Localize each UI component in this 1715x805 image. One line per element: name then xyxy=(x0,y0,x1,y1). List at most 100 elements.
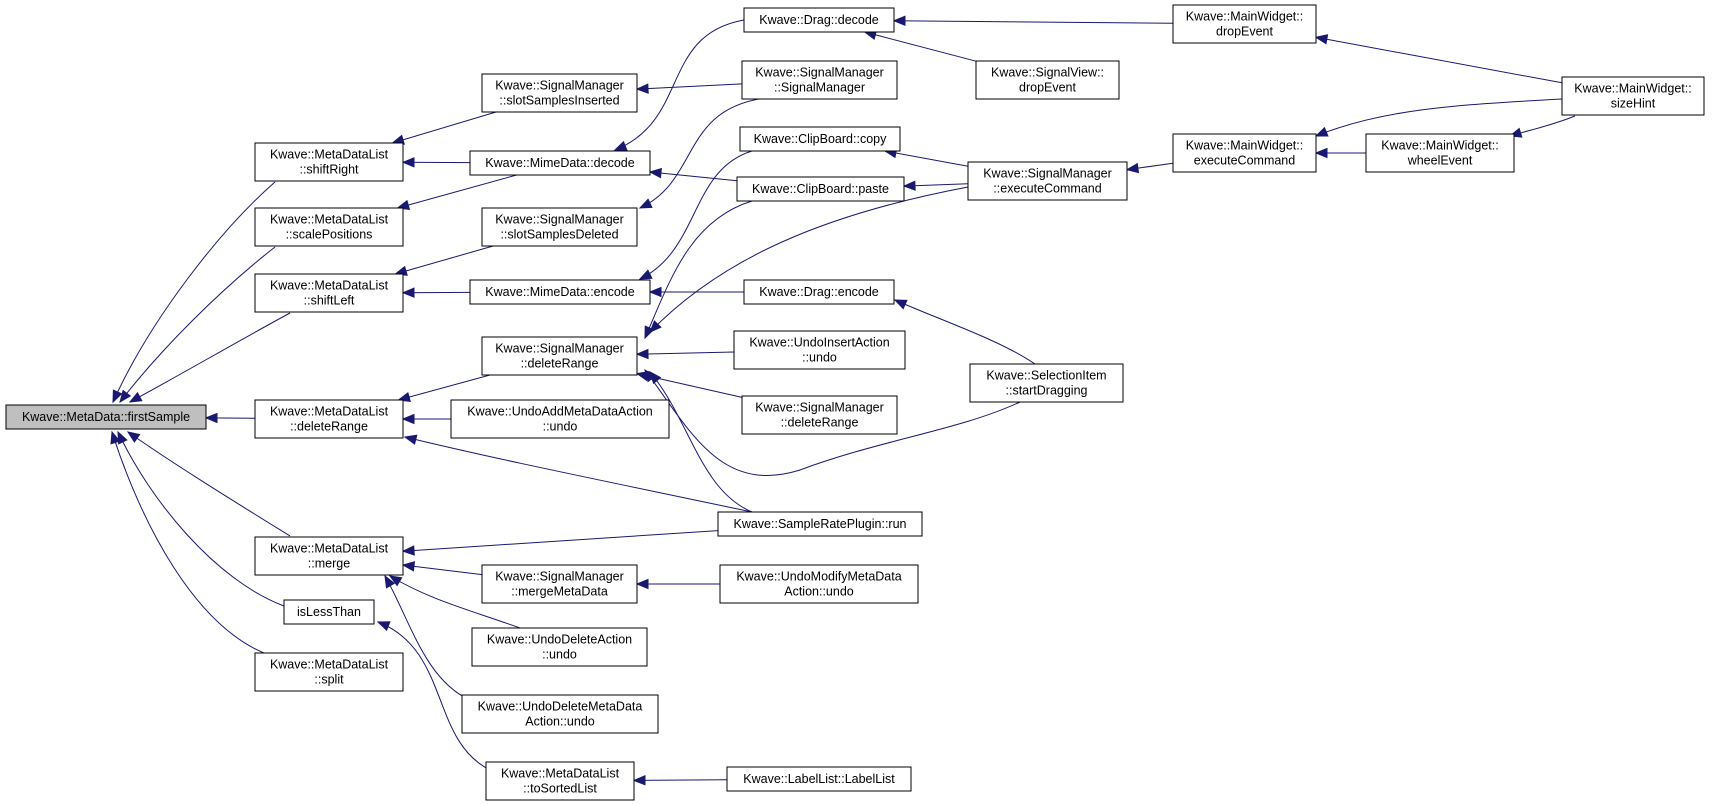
node-mdl-split[interactable]: Kwave::MetaDataList::split xyxy=(254,652,404,692)
node-label: Kwave::UndoInsertAction xyxy=(749,336,889,350)
node-box xyxy=(1172,133,1317,173)
node-mdl-shiftLeft[interactable]: Kwave::MetaDataList::shiftLeft xyxy=(254,273,404,313)
node-sm-deleteRange[interactable]: Kwave::SignalManager::deleteRange xyxy=(481,336,638,376)
arrowhead xyxy=(401,545,415,556)
node-drag-decode[interactable]: Kwave::Drag::decode xyxy=(743,7,895,33)
edge-sm-slotSamplesDeleted-to-mdl-shiftLeft xyxy=(394,245,494,276)
node-label: Kwave::MetaData::firstSample xyxy=(22,410,190,424)
node-label: ::split xyxy=(314,673,344,687)
node-box xyxy=(254,207,404,247)
node-label: Kwave::MimeData::decode xyxy=(485,156,634,170)
node-clip-paste[interactable]: Kwave::ClipBoard::paste xyxy=(736,176,905,202)
node-box xyxy=(975,60,1120,100)
node-sv-dropEvent[interactable]: Kwave::SignalView::dropEvent xyxy=(975,60,1120,100)
node-label: wheelEvent xyxy=(1407,154,1473,168)
edge-sm-deleteRange-to-mdl-deleteRange xyxy=(397,374,491,402)
edge-mime-decode-to-mdl-shiftRight xyxy=(401,157,471,168)
node-label: ::slotSamplesInserted xyxy=(499,94,619,108)
node-label: Kwave::MainWidget:: xyxy=(1186,139,1303,153)
node-mdl-shiftRight[interactable]: Kwave::MetaDataList::shiftRight xyxy=(254,142,404,182)
node-sm-slotSamplesInserted[interactable]: Kwave::SignalManager::slotSamplesInserte… xyxy=(481,73,638,113)
node-mdl-toSortedList[interactable]: Kwave::MetaDataList::toSortedList xyxy=(485,761,635,801)
node-box xyxy=(726,766,912,792)
node-label: ::undo xyxy=(543,420,578,434)
edge-mw-sizeHint-to-mw-executeCommand xyxy=(1314,98,1563,137)
node-box xyxy=(254,142,404,182)
edge-drag-decode-to-mime-decode xyxy=(613,19,745,151)
node-mdl-scalePositions[interactable]: Kwave::MetaDataList::scalePositions xyxy=(254,207,404,247)
arrowhead xyxy=(384,574,396,589)
node-sel-startDragging[interactable]: Kwave::SelectionItem::startDragging xyxy=(969,363,1124,403)
node-label: Kwave::Drag::encode xyxy=(759,285,879,299)
node-mdl-merge[interactable]: Kwave::MetaDataList::merge xyxy=(254,536,404,576)
node-srp-run[interactable]: Kwave::SampleRatePlugin::run xyxy=(717,511,923,537)
edge-sv-dropEvent-to-drag-decode xyxy=(863,29,977,62)
node-label: ::startDragging xyxy=(1006,384,1088,398)
node-isLessThan[interactable]: isLessThan xyxy=(283,599,375,625)
node-label: ::deleteRange xyxy=(781,416,859,430)
node-label: ::undo xyxy=(802,351,837,365)
node-label: Kwave::LabelList::LabelList xyxy=(743,772,895,786)
node-label: ::shiftRight xyxy=(299,163,359,177)
node-undoAddMeta-undo[interactable]: Kwave::UndoAddMetaDataAction::undo xyxy=(450,399,670,439)
arrowhead xyxy=(648,286,662,298)
edge-mw-wheelEvent-to-mw-executeCommand xyxy=(1314,147,1366,159)
node-clip-copy[interactable]: Kwave::ClipBoard::copy xyxy=(739,126,901,152)
node-label: sizeHint xyxy=(1611,97,1656,111)
node-mdl-deleteRange[interactable]: Kwave::MetaDataList::deleteRange xyxy=(254,399,404,439)
node-box xyxy=(450,399,670,439)
node-mw-sizeHint[interactable]: Kwave::MainWidget::sizeHint xyxy=(1561,76,1705,116)
node-box xyxy=(254,273,404,313)
node-mw-wheelEvent[interactable]: Kwave::MainWidget::wheelEvent xyxy=(1365,133,1515,173)
node-box xyxy=(254,399,404,439)
node-label: Kwave::SignalManager xyxy=(495,570,624,584)
arrowhead xyxy=(376,621,391,632)
edge-mime-decode-to-mdl-scalePositions xyxy=(396,174,517,210)
node-sm-slotSamplesDeleted[interactable]: Kwave::SignalManager::slotSamplesDeleted xyxy=(481,207,638,247)
arrowhead xyxy=(635,578,649,590)
arrowhead xyxy=(112,389,123,404)
node-undoInsert-undo[interactable]: Kwave::UndoInsertAction::undo xyxy=(733,330,906,370)
node-mw-dropEvent[interactable]: Kwave::MainWidget::dropEvent xyxy=(1172,4,1317,44)
edge-isLessThan-to-firstSample xyxy=(117,430,285,607)
node-box xyxy=(1172,4,1317,44)
arrowhead xyxy=(648,167,662,179)
edge-mdl-shiftLeft-to-firstSample xyxy=(128,312,291,403)
arrowhead xyxy=(1314,147,1328,159)
node-label: Kwave::MainWidget:: xyxy=(1574,82,1691,96)
node-sm-SignalManager[interactable]: Kwave::SignalManager::SignalManager xyxy=(741,60,898,100)
node-box xyxy=(969,363,1124,403)
edge-sm-SignalManager-to-sm-slotSamplesDeleted xyxy=(638,97,766,209)
node-box xyxy=(481,564,638,604)
node-undoDelete-undo[interactable]: Kwave::UndoDeleteAction::undo xyxy=(471,627,648,667)
node-sm-executeCommand[interactable]: Kwave::SignalManager::executeCommand xyxy=(967,161,1128,201)
node-labelList[interactable]: Kwave::LabelList::LabelList xyxy=(726,766,912,792)
edge-undoModifyMeta-undo-to-sm-mergeMetaData xyxy=(635,578,720,590)
arrowhead xyxy=(403,434,418,445)
edge-clip-copy-to-mime-encode xyxy=(638,150,753,280)
node-box xyxy=(967,161,1128,201)
node-label: Kwave::MetaDataList xyxy=(270,658,389,672)
arrowhead xyxy=(893,299,908,310)
node-drag-encode[interactable]: Kwave::Drag::encode xyxy=(743,279,895,305)
node-mime-encode[interactable]: Kwave::MimeData::encode xyxy=(469,279,651,305)
arrowhead xyxy=(401,413,415,425)
edge-sm-executeCommand-to-clip-paste xyxy=(902,180,969,191)
node-label: Action::undo xyxy=(525,715,595,729)
node-box xyxy=(485,761,635,801)
node-mw-executeCommand[interactable]: Kwave::MainWidget::executeCommand xyxy=(1172,133,1317,173)
arrowhead xyxy=(632,775,646,786)
node-label: ::deleteRange xyxy=(521,357,599,371)
node-sm-deleteRange2[interactable]: Kwave::SignalManager::deleteRange xyxy=(741,395,898,435)
node-box xyxy=(736,176,905,202)
arrowhead xyxy=(649,370,662,385)
node-label: Kwave::MainWidget:: xyxy=(1186,10,1303,24)
node-label: ::slotSamplesDeleted xyxy=(500,228,618,242)
node-sm-mergeMetaData[interactable]: Kwave::SignalManager::mergeMetaData xyxy=(481,564,638,604)
node-label: Kwave::UndoModifyMetaData xyxy=(736,570,901,584)
node-mime-decode[interactable]: Kwave::MimeData::decode xyxy=(469,150,651,176)
edge-mdl-split-to-firstSample xyxy=(110,430,273,657)
